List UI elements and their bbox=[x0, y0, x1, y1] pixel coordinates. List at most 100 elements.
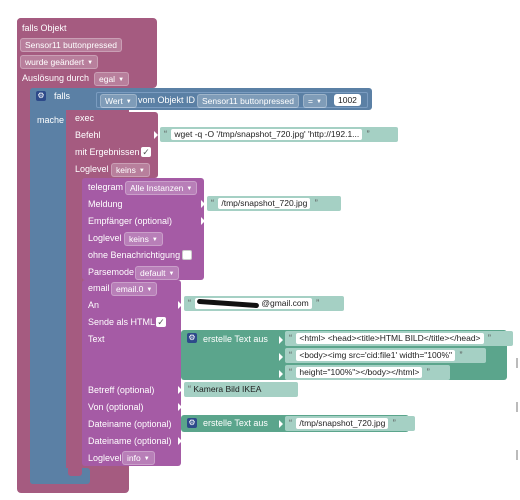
exec-block[interactable] bbox=[68, 112, 82, 476]
quote-open-icon: “ bbox=[188, 384, 191, 394]
text-join-label: erstelle Text aus bbox=[203, 334, 268, 344]
email-subject-value[interactable]: Kamera Bild IKEA bbox=[193, 384, 262, 394]
if-label: falls bbox=[54, 91, 71, 101]
quote-open-icon: “ bbox=[289, 418, 292, 428]
input-connector bbox=[201, 200, 205, 208]
value-dropdown[interactable]: Wert▼ bbox=[100, 94, 137, 108]
scroll-marker bbox=[516, 402, 518, 412]
value-dropdown-label: Wert bbox=[105, 96, 123, 106]
quote-open-icon: “ bbox=[188, 298, 191, 308]
email-filename-label: Dateiname (optional) bbox=[88, 419, 172, 429]
input-connector bbox=[279, 353, 283, 361]
chevron-down-icon: ▼ bbox=[151, 237, 158, 243]
exec-title: exec bbox=[75, 113, 95, 123]
quote-open-icon: “ bbox=[289, 367, 292, 377]
email-subject-label: Betreff (optional) bbox=[88, 385, 155, 395]
chevron-down-icon: ▼ bbox=[143, 456, 150, 462]
quote-close-icon: ” bbox=[459, 350, 463, 360]
quote-open-icon: “ bbox=[211, 198, 214, 208]
exec-block-header bbox=[68, 112, 158, 178]
operator-dropdown[interactable]: =▼ bbox=[303, 94, 327, 108]
exec-command-value[interactable]: wget -q -O '/tmp/snapshot_720.jpg' 'http… bbox=[171, 129, 363, 140]
email-html-checkbox[interactable]: ✓ bbox=[156, 317, 166, 327]
quote-close-icon: ” bbox=[426, 367, 430, 377]
of-object-label: vom Objekt ID bbox=[138, 95, 196, 105]
chevron-down-icon: ▼ bbox=[118, 77, 125, 83]
telegram-block[interactable] bbox=[82, 178, 204, 280]
gear-icon[interactable]: ⚙ bbox=[36, 91, 46, 101]
telegram-loglevel-dropdown[interactable]: keins▼ bbox=[124, 232, 163, 246]
text-part-1[interactable]: <html> <head><title>HTML BILD</title></h… bbox=[296, 333, 484, 344]
if-block[interactable] bbox=[30, 88, 66, 484]
email-to-string[interactable]: “ @gmail.com ” bbox=[184, 296, 344, 311]
input-connector bbox=[279, 370, 283, 378]
email-title: email bbox=[88, 283, 110, 293]
email-instance-value: email.0 bbox=[116, 284, 144, 294]
trigger-by-dropdown[interactable]: egal▼ bbox=[94, 72, 130, 86]
email-subject-string[interactable]: “ Kamera Bild IKEA bbox=[184, 382, 298, 397]
filename-value[interactable]: /tmp/snapshot_720.jpg bbox=[296, 418, 389, 429]
quote-open-icon: “ bbox=[164, 129, 167, 139]
with-results-checkbox[interactable]: ✓ bbox=[141, 147, 151, 157]
email-to-label: An bbox=[88, 300, 100, 310]
telegram-parsemode-value: default bbox=[140, 268, 166, 278]
trigger-block-header bbox=[17, 18, 157, 88]
email-html-label: Sende als HTML bbox=[88, 317, 156, 327]
text-part-string[interactable]: “ height="100%"></body></html> ” bbox=[285, 365, 450, 380]
telegram-message-string[interactable]: “ /tmp/snapshot_720.jpg ” bbox=[207, 196, 341, 211]
email-loglevel-dropdown[interactable]: info▼ bbox=[122, 451, 155, 465]
quote-close-icon: ” bbox=[487, 333, 491, 343]
exec-loglevel-label: Loglevel bbox=[75, 164, 109, 174]
telegram-message-value[interactable]: /tmp/snapshot_720.jpg bbox=[218, 198, 311, 209]
chevron-down-icon: ▼ bbox=[125, 99, 132, 105]
email-filename2-label: Dateiname (optional) bbox=[88, 436, 172, 446]
quote-close-icon: ” bbox=[314, 198, 318, 208]
telegram-parsemode-dropdown[interactable]: default▼ bbox=[135, 266, 180, 280]
filename-join-label: erstelle Text aus bbox=[203, 418, 268, 428]
trigger-condition-dropdown[interactable]: wurde geändert▼ bbox=[20, 55, 99, 69]
exec-command-label: Befehl bbox=[75, 130, 101, 140]
text-part-string[interactable]: “ <html> <head><title>HTML BILD</title><… bbox=[285, 331, 513, 346]
text-part-3[interactable]: height="100%"></body></html> bbox=[296, 367, 423, 378]
scroll-marker bbox=[516, 358, 518, 368]
gear-icon[interactable]: ⚙ bbox=[187, 418, 197, 428]
email-instance-dropdown[interactable]: email.0▼ bbox=[111, 282, 158, 296]
input-connector bbox=[178, 437, 182, 445]
workspace-scroll-track[interactable] bbox=[514, 0, 520, 500]
telegram-instances-dropdown[interactable]: Alle Instanzen▼ bbox=[125, 181, 198, 195]
compare-block[interactable] bbox=[96, 92, 368, 108]
email-block[interactable] bbox=[82, 280, 181, 466]
chevron-down-icon: ▼ bbox=[186, 186, 193, 192]
telegram-recipient-label: Empfänger (optional) bbox=[88, 216, 173, 226]
filename-string[interactable]: “ /tmp/snapshot_720.jpg ” bbox=[285, 416, 415, 431]
chevron-down-icon: ▼ bbox=[87, 60, 94, 66]
trigger-object-id[interactable]: Sensor11 buttonpressed bbox=[20, 38, 122, 52]
chevron-down-icon: ▼ bbox=[138, 168, 145, 174]
trigger-condition-label: wurde geändert bbox=[25, 57, 85, 67]
redacted-scribble bbox=[197, 298, 260, 309]
email-to-value[interactable]: @gmail.com bbox=[195, 298, 312, 309]
telegram-title: telegram bbox=[88, 182, 124, 192]
quote-open-icon: “ bbox=[289, 350, 292, 360]
quote-close-icon: ” bbox=[366, 129, 370, 139]
compare-value-field[interactable]: 1002 bbox=[334, 94, 361, 106]
quote-close-icon: ” bbox=[392, 418, 396, 428]
email-from-label: Von (optional) bbox=[88, 402, 144, 412]
input-connector bbox=[178, 403, 182, 411]
exec-command-string[interactable]: “ wget -q -O '/tmp/snapshot_720.jpg' 'ht… bbox=[160, 127, 398, 142]
email-loglevel-label: Loglevel bbox=[88, 453, 122, 463]
telegram-silent-label: ohne Benachrichtigung bbox=[88, 250, 181, 260]
input-connector bbox=[279, 420, 283, 428]
trigger-title: falls Objekt bbox=[22, 23, 67, 33]
telegram-silent-checkbox[interactable] bbox=[182, 250, 192, 260]
telegram-instances-label: Alle Instanzen bbox=[130, 183, 184, 193]
text-part-2[interactable]: <body><img src='cid:file1' width="100%" bbox=[296, 350, 456, 361]
if-object-id[interactable]: Sensor11 buttonpressed bbox=[197, 94, 299, 108]
scroll-marker bbox=[516, 450, 518, 460]
gear-icon[interactable]: ⚙ bbox=[187, 333, 197, 343]
chevron-down-icon: ▼ bbox=[146, 287, 153, 293]
exec-loglevel-dropdown[interactable]: keins▼ bbox=[111, 163, 150, 177]
text-part-string[interactable]: “ <body><img src='cid:file1' width="100%… bbox=[285, 348, 486, 363]
chevron-down-icon: ▼ bbox=[168, 271, 175, 277]
do-label: mache bbox=[37, 115, 65, 125]
